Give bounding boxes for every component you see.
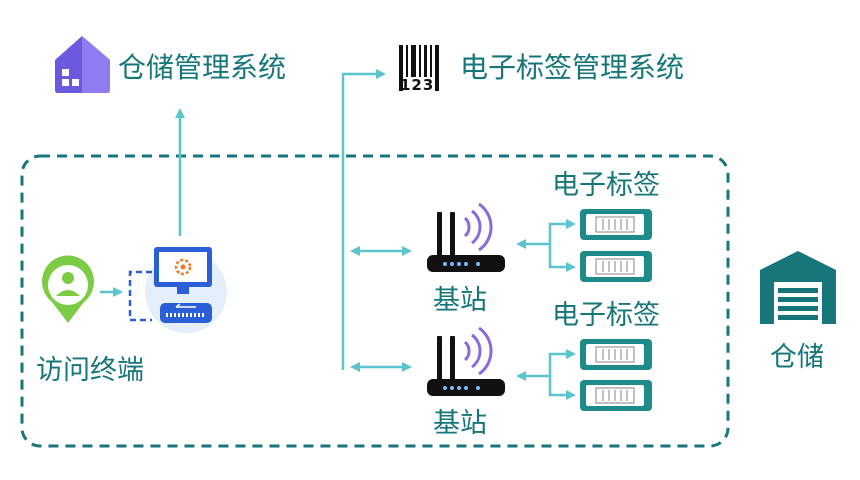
esl-tag-icon-4 bbox=[580, 380, 652, 411]
location-pin-icon bbox=[42, 255, 94, 323]
warehouse-system-label: 仓储管理系统 bbox=[118, 51, 287, 84]
esl-tag-icon-1 bbox=[580, 209, 652, 240]
warehouse-icon bbox=[760, 251, 836, 324]
base-station-1-label: 基站 bbox=[433, 285, 487, 316]
barcode-digits: 123 bbox=[400, 76, 435, 94]
arrows-base-station-1-to-tags bbox=[516, 219, 576, 272]
esl-tag-icon-2 bbox=[580, 251, 652, 282]
esl-system-label: 电子标签管理系统 bbox=[460, 51, 685, 84]
arrows-base-station-2-to-tags bbox=[516, 349, 576, 400]
esl-group-1-label: 电子标签 bbox=[552, 170, 660, 201]
arrow-to-esl-system bbox=[341, 69, 386, 370]
base-station-2-label: 基站 bbox=[433, 408, 487, 439]
warehouse-label: 仓储 bbox=[770, 342, 824, 373]
router-icon-1 bbox=[427, 202, 505, 272]
barcode-icon bbox=[399, 45, 439, 91]
pc-server-icon bbox=[128, 247, 227, 333]
router-icon-2 bbox=[427, 326, 505, 396]
house-icon bbox=[55, 36, 110, 93]
warehouse-boundary bbox=[20, 154, 730, 448]
access-terminal-label: 访问终端 bbox=[36, 355, 144, 386]
esl-tag-icon-3 bbox=[580, 339, 652, 370]
esl-group-2-label: 电子标签 bbox=[552, 300, 660, 331]
